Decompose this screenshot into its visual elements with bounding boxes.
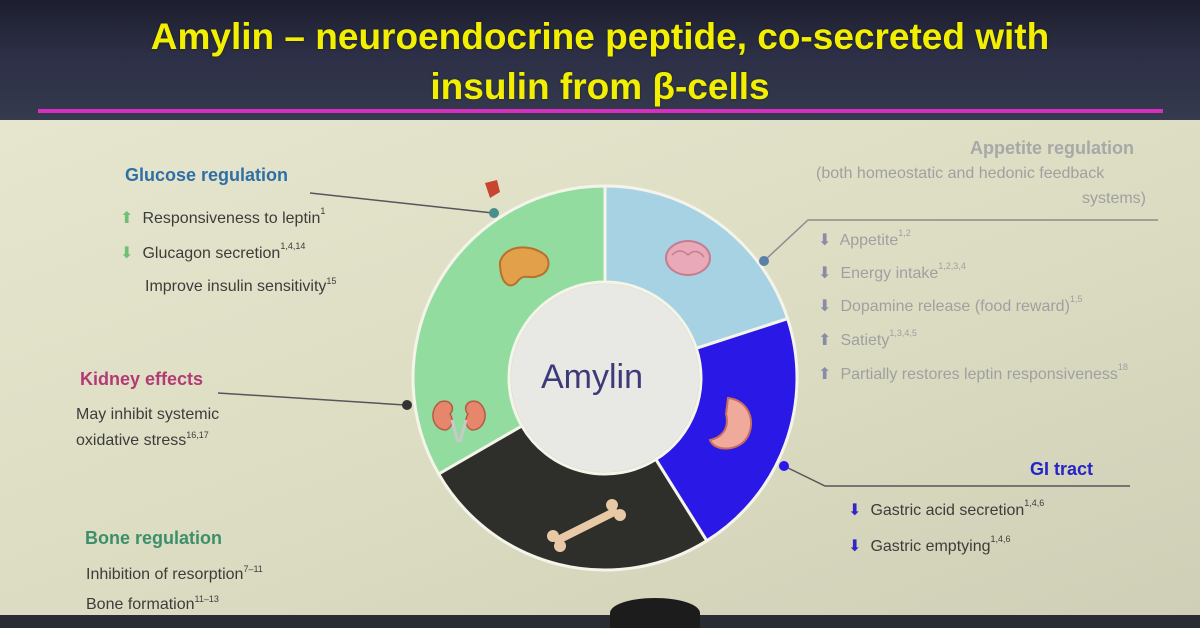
down-arrow-icon: ⬇ [848, 538, 862, 555]
down-arrow-icon: ⬇ [120, 245, 134, 262]
appetite-item-3-text: Dopamine release (food reward) [840, 298, 1070, 315]
title-bar: Amylin – neuroendocrine peptide, co-secr… [0, 0, 1200, 120]
appetite-item-5-text: Partially restores leptin responsiveness [840, 366, 1118, 383]
title-underline [38, 109, 1163, 113]
kidney-line-2: oxidative stress16,17 [76, 430, 209, 450]
gi-heading: GI tract [1030, 459, 1094, 479]
kidney-ref: 16,17 [186, 430, 209, 440]
bone-item-2-ref: 11–13 [194, 594, 219, 604]
gi-item-1-ref: 1,4,6 [1024, 498, 1045, 508]
audience-head-silhouette [610, 598, 700, 628]
kidney-line-2-text: oxidative stress [76, 432, 187, 449]
appetite-item-2-ref: 1,2,3,4 [938, 261, 966, 271]
gi-item-2-text: Gastric emptying [870, 538, 991, 555]
down-arrow-icon: ⬇ [848, 502, 862, 519]
up-arrow-icon: ⬆ [818, 366, 832, 383]
kidney-connector [217, 392, 406, 406]
gi-connector-dot [779, 461, 789, 471]
up-arrow-icon: ⬆ [120, 210, 134, 227]
glucose-item-1: ⬆ Responsiveness to leptin1 [120, 206, 326, 228]
appetite-item-1-text: Appetite [839, 232, 899, 249]
up-arrow-icon: ⬆ [818, 332, 832, 349]
kidney-connector-dot [402, 400, 412, 410]
pancreas-icon [498, 246, 550, 287]
gi-item-2-ref: 1,4,6 [990, 534, 1011, 544]
appetite-item-3-ref: 1,5 [1069, 294, 1083, 304]
appetite-item-1: ⬇ Appetite1,2 [818, 228, 911, 250]
appetite-connector [763, 219, 1158, 262]
bone-item-1: Inhibition of resorption7–11 [86, 564, 263, 584]
glucose-item-3-ref: 15 [326, 276, 337, 286]
gi-item-2: ⬇ Gastric emptying1,4,6 [848, 534, 1011, 556]
down-arrow-icon: ⬇ [818, 265, 832, 282]
slide-title-line1: Amylin – neuroendocrine peptide, co-secr… [150, 16, 1050, 57]
bone-icon [547, 499, 626, 552]
appetite-item-4-ref: 1,3,4,5 [889, 328, 917, 338]
bone-item-1-ref: 7–11 [243, 564, 263, 574]
appetite-item-5: ⬆ Partially restores leptin responsivene… [818, 362, 1128, 384]
appetite-item-4: ⬆ Satiety1,3,4,5 [818, 328, 917, 350]
glucose-item-1-text: Responsiveness to leptin [142, 210, 321, 227]
gi-item-1: ⬇ Gastric acid secretion1,4,6 [848, 498, 1045, 520]
bone-item-2: Bone formation11–13 [86, 594, 219, 614]
appetite-heading: Appetite regulation [970, 138, 1135, 158]
down-arrow-icon: ⬇ [818, 232, 832, 249]
glucose-item-2: ⬇ Glucagon secretion1,4,14 [120, 241, 306, 263]
appetite-connector-dot [759, 256, 769, 266]
kidney-segment [436, 423, 709, 572]
kidney-icon [432, 400, 486, 443]
glucose-item-3: Improve insulin sensitivity15 [145, 276, 337, 296]
center-label: Amylin [541, 358, 644, 396]
appetite-item-5-ref: 18 [1117, 362, 1128, 372]
appetite-item-1-ref: 1,2 [898, 228, 911, 238]
gi-item-1-text: Gastric acid secretion [870, 502, 1025, 519]
down-arrow-icon: ⬇ [818, 298, 832, 315]
slide-title: Amylin – neuroendocrine peptide, co-secr… [0, 12, 1200, 112]
slide-title-line2: insulin from β-cells [430, 66, 770, 107]
glucose-item-1-ref: 1 [320, 206, 326, 216]
gi-connector [783, 465, 1130, 487]
appetite-item-2-text: Energy intake [840, 265, 939, 282]
fat-cell-icon [485, 180, 500, 198]
appetite-item-3: ⬇ Dopamine release (food reward)1,5 [818, 294, 1083, 316]
stomach-icon [708, 396, 753, 450]
bone-item-2-text: Bone formation [86, 596, 195, 613]
kidney-line-1: May inhibit systemic [76, 406, 220, 423]
glucose-item-2-text: Glucagon secretion [142, 245, 281, 262]
glucose-connector [309, 192, 494, 214]
kidney-heading: Kidney effects [80, 369, 204, 389]
appetite-subheading-line1: (both homeostatic and hedonic feedback [816, 165, 1105, 182]
bone-item-1-text: Inhibition of resorption [86, 566, 244, 583]
glucose-connector-dot [489, 208, 499, 218]
appetite-item-2: ⬇ Energy intake1,2,3,4 [818, 261, 966, 283]
brain-icon [665, 240, 711, 276]
bone-heading: Bone regulation [85, 528, 223, 548]
glucose-item-3-text: Improve insulin sensitivity [145, 278, 327, 295]
glucose-heading: Glucose regulation [125, 165, 289, 185]
glucose-item-2-ref: 1,4,14 [280, 241, 306, 251]
amylin-ring-diagram [217, 180, 1158, 572]
ring-center [511, 284, 699, 472]
glucose-segment [411, 184, 607, 477]
appetite-item-4-text: Satiety [840, 332, 890, 349]
appetite-subheading-line2: systems) [1082, 190, 1146, 207]
